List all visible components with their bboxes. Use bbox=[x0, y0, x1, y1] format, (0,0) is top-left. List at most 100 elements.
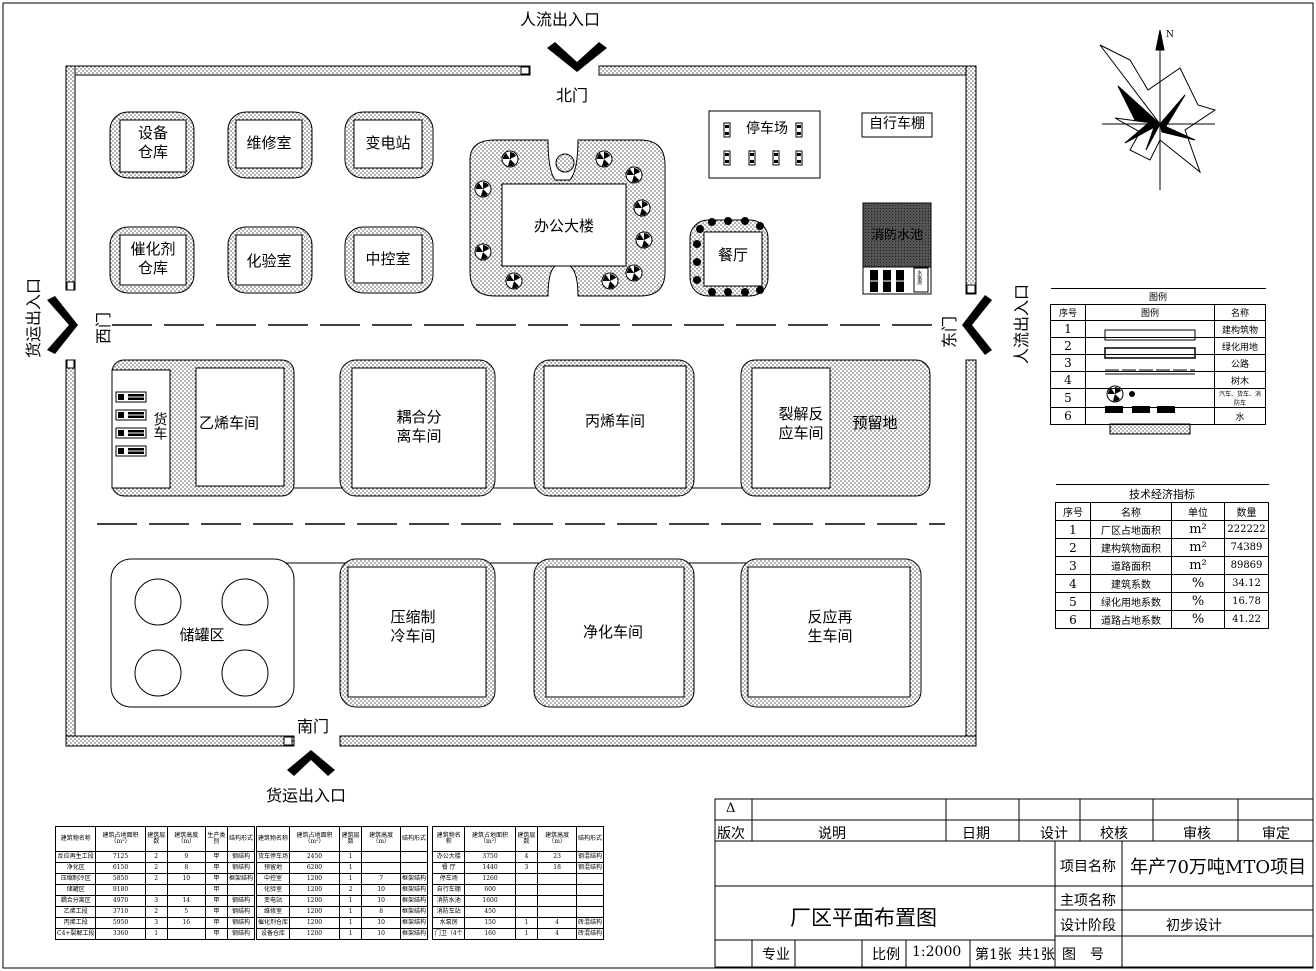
bike-shed-box bbox=[861, 112, 933, 138]
building-table-header: 建筑层数 bbox=[514, 826, 539, 852]
tech-cell: m² bbox=[1171, 538, 1225, 557]
building-table-cell: 2 bbox=[144, 851, 168, 863]
building-table-cell: 1 bbox=[338, 917, 363, 929]
building-table-cell bbox=[514, 884, 539, 896]
building-table-header: 建筑高度（m） bbox=[361, 826, 401, 852]
tech-cell: 4 bbox=[1055, 574, 1091, 593]
building-table-cell: 1200 bbox=[289, 895, 340, 907]
building-table-cell: 乙烯工段 bbox=[54, 906, 97, 918]
building-table-cell bbox=[575, 895, 605, 907]
building-table-header: 结构形式 bbox=[575, 826, 605, 852]
ethylene-workshop-label: 乙烯车间 bbox=[198, 414, 259, 432]
building-table-cell bbox=[166, 884, 206, 896]
parking-lot bbox=[708, 110, 821, 179]
south-gate-arrow bbox=[287, 750, 335, 776]
building-table-cell: 23 bbox=[537, 851, 577, 863]
north-gate-arrow bbox=[547, 42, 607, 72]
building-table-cell: 7125 bbox=[95, 851, 146, 863]
building-table-cell: 甲 bbox=[204, 862, 228, 874]
building-table-cell: 2 bbox=[144, 862, 168, 874]
drawing-title: 厂区平面布置图 bbox=[790, 906, 937, 930]
building-table-cell: 钢结构 bbox=[226, 895, 256, 907]
building-table-cell: 钢结构 bbox=[226, 928, 256, 940]
building-table-header: 建筑层数 bbox=[338, 826, 363, 852]
building-table-cell bbox=[537, 873, 577, 885]
building-table-cell: 4 bbox=[537, 917, 577, 929]
building-table-cell bbox=[575, 873, 605, 885]
sheet-total: 共1张 bbox=[1018, 947, 1055, 963]
equipment-store-label: 设备 仓库 bbox=[137, 124, 168, 161]
building-table-cell bbox=[537, 884, 577, 896]
building-table-cell bbox=[226, 884, 256, 896]
building-table-cell bbox=[514, 873, 539, 885]
building-table-cell: 预留地 bbox=[255, 862, 291, 874]
building-table-cell: 1 bbox=[338, 862, 363, 874]
building-table-cell: 4970 bbox=[95, 895, 146, 907]
building-table-cell: 变电站 bbox=[255, 895, 291, 907]
building-table-cell: 18 bbox=[537, 862, 577, 874]
building-table-header: 建筑层数 bbox=[144, 826, 168, 852]
south-entrance-label: 货运出入口 bbox=[266, 786, 347, 805]
building-table-cell: 6200 bbox=[289, 862, 340, 874]
building-table-cell: 10 bbox=[361, 884, 401, 896]
date-label: 日期 bbox=[962, 826, 990, 842]
legend-row-name: 绿化用地 bbox=[1214, 337, 1266, 355]
building-table-cell: 2 bbox=[338, 884, 363, 896]
building-table-cell bbox=[575, 884, 605, 896]
tech-header: 数量 bbox=[1224, 502, 1269, 521]
canteen-block bbox=[689, 217, 769, 297]
truck-label: 货车 bbox=[151, 412, 168, 440]
building-table-cell: 钢混结构 bbox=[575, 851, 605, 863]
tech-cell: 1 bbox=[1055, 520, 1091, 539]
legend-row-no: 6 bbox=[1050, 407, 1086, 425]
building-table-cell: 储罐区 bbox=[54, 884, 97, 896]
building-table-cell: 1260 bbox=[464, 873, 516, 885]
building-table-cell: 框架结构 bbox=[399, 895, 429, 907]
compass-north-label: N bbox=[1166, 30, 1174, 40]
building-table-cell: 框架结构 bbox=[399, 884, 429, 896]
building-table-cell: 甲 bbox=[204, 928, 228, 940]
legend-row-name: 树木 bbox=[1214, 371, 1266, 389]
tech-cell: 34.12 bbox=[1224, 574, 1269, 593]
building-table-cell: 净化区 bbox=[54, 862, 97, 874]
building-table-cell: 砖混结构 bbox=[575, 917, 605, 929]
building-table-cell: 9 bbox=[166, 851, 206, 863]
legend-row-no: 5 bbox=[1050, 388, 1086, 408]
building-table-cell: 1 bbox=[338, 928, 363, 940]
office-building-label: 办公大楼 bbox=[533, 217, 594, 235]
building-table-cell: 砖混结构 bbox=[575, 928, 605, 940]
building-table-cell: 甲 bbox=[204, 917, 228, 929]
fire-pool-label: 消防水池 bbox=[870, 228, 923, 243]
building-table-cell: 框架结构 bbox=[399, 917, 429, 929]
tech-cell: 74389 bbox=[1224, 538, 1269, 557]
tech-cell: m² bbox=[1171, 556, 1225, 575]
tech-header: 单位 bbox=[1171, 502, 1225, 521]
tank-area-label: 储罐区 bbox=[179, 626, 225, 644]
building-table-cell: 中控室 bbox=[255, 873, 291, 885]
stage-value: 初步设计 bbox=[1166, 918, 1222, 934]
building-table-header: 建筑高度（m） bbox=[166, 826, 206, 852]
building-table-cell bbox=[575, 906, 605, 918]
tech-cell: % bbox=[1171, 610, 1225, 629]
building-table-cell: 框架结构 bbox=[399, 873, 429, 885]
workshop-row-bottom bbox=[110, 558, 922, 708]
building-table-cell: 钢结构 bbox=[226, 917, 256, 929]
tech-cell: 41.22 bbox=[1224, 610, 1269, 629]
small-buildings bbox=[109, 111, 434, 294]
building-table-cell: 9180 bbox=[95, 884, 146, 896]
building-table-cell bbox=[166, 928, 206, 940]
building-table-cell: 10 bbox=[361, 917, 401, 929]
building-table-cell: 甲 bbox=[204, 895, 228, 907]
